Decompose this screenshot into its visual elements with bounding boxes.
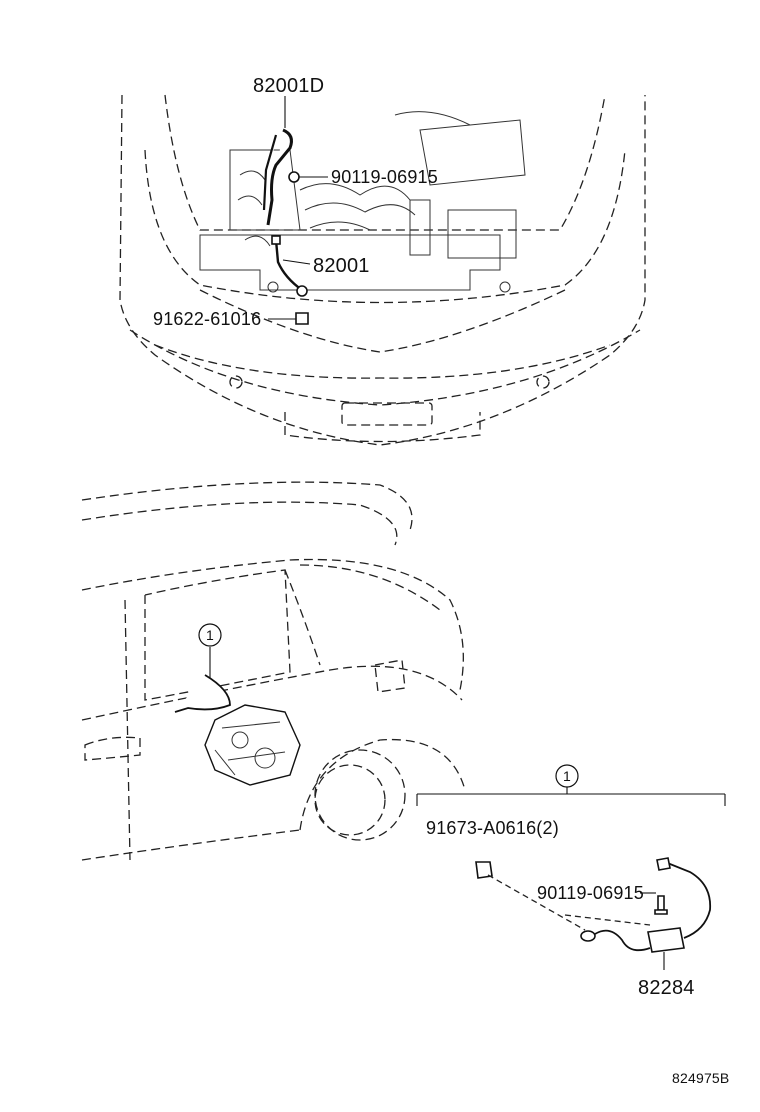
vehicle-side-view bbox=[81, 481, 466, 861]
harness-detail-view bbox=[416, 764, 726, 970]
callout-82001d: 82001D bbox=[253, 75, 324, 97]
detail-marker-1: 1 bbox=[563, 768, 571, 784]
callout-detail-bolt: 90119-06915 bbox=[537, 883, 644, 903]
callout-top-nut: 91622-61016 bbox=[153, 309, 261, 329]
group-marker-1: 1 bbox=[206, 627, 214, 643]
figure-id: 824975B bbox=[672, 1070, 729, 1086]
callout-top-bolt: 90119-06915 bbox=[331, 167, 438, 187]
callout-82001: 82001 bbox=[313, 255, 370, 277]
callout-82284: 82284 bbox=[638, 977, 695, 999]
engine-bay-view bbox=[119, 94, 646, 446]
callout-clip: 91673-A0616(2) bbox=[426, 818, 559, 838]
